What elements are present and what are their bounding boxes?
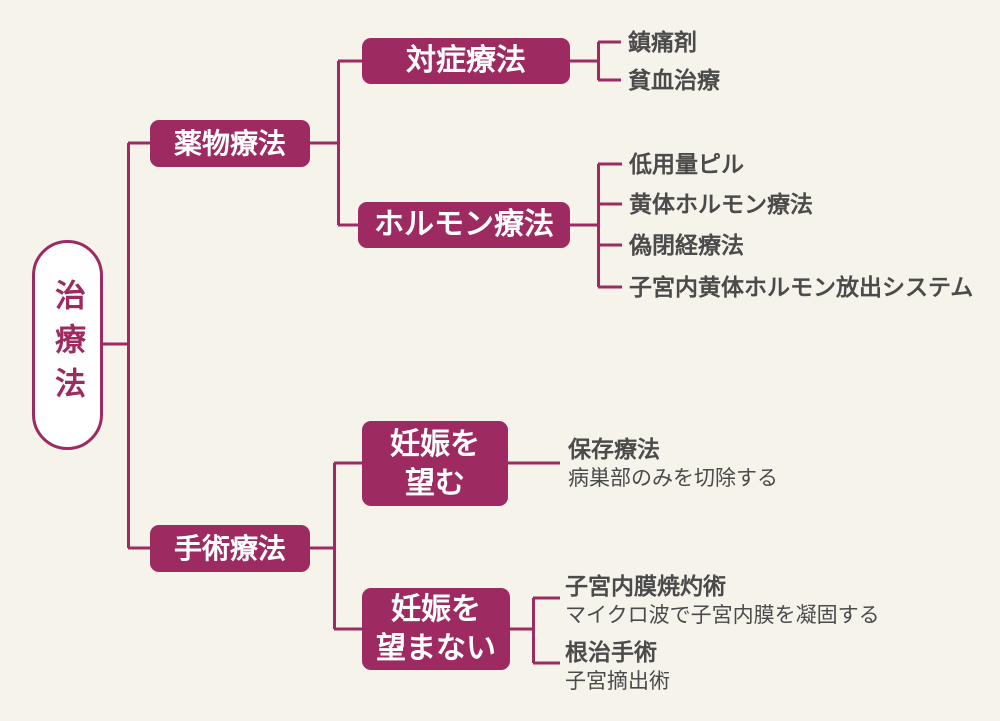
leaf-conservative-therapy-title: 保存療法 (568, 436, 660, 462)
leaf-low-dose-pill: 低用量ピル (629, 151, 744, 177)
leaf-endometrial-ablation-title: 子宮内膜焼灼術 (565, 573, 726, 599)
leaf-progestin-therapy: 黄体ホルモン療法 (629, 191, 813, 217)
node-want-pregnancy: 妊娠を 望む (362, 421, 508, 506)
leaf-radical-surgery: 根治手術 子宮摘出術 (565, 637, 670, 697)
node-surgical-therapy-label: 手術療法 (173, 533, 286, 564)
root-node-label: 治療法 (50, 279, 85, 411)
leaf-painkiller: 鎮痛剤 (628, 29, 697, 55)
node-want-pregnancy-line2: 望む (405, 466, 465, 500)
leaf-radical-surgery-desc: 子宮摘出術 (565, 670, 670, 693)
node-symptomatic-therapy-label: 対症療法 (406, 44, 526, 78)
node-no-pregnancy-line2: 望まない (376, 632, 496, 665)
node-hormone-therapy: ホルモン療法 (358, 202, 570, 248)
leaf-radical-surgery-title: 根治手術 (565, 639, 657, 665)
node-no-pregnancy: 妊娠を 望まない (362, 588, 510, 670)
node-drug-therapy: 薬物療法 (150, 120, 310, 167)
leaf-conservative-therapy: 保存療法 病巣部のみを切除する (568, 434, 778, 494)
leaf-anemia-treatment: 貧血治療 (628, 67, 720, 93)
leaf-ius-system: 子宮内黄体ホルモン放出システム (629, 274, 974, 300)
node-drug-therapy-label: 薬物療法 (173, 128, 286, 159)
node-surgical-therapy: 手術療法 (150, 525, 310, 572)
leaf-endometrial-ablation: 子宮内膜焼灼術 マイクロ波で子宮内膜を凝固する (565, 571, 880, 631)
node-want-pregnancy-line1: 妊娠を (390, 427, 480, 461)
node-symptomatic-therapy: 対症療法 (362, 38, 570, 84)
root-node-treatment: 治療法 (32, 240, 103, 450)
leaf-pseudo-menopause-therapy: 偽閉経療法 (629, 232, 744, 258)
leaf-conservative-therapy-desc: 病巣部のみを切除する (568, 467, 778, 490)
leaf-endometrial-ablation-desc: マイクロ波で子宮内膜を凝固する (565, 604, 880, 627)
node-hormone-therapy-label: ホルモン療法 (374, 208, 554, 242)
node-no-pregnancy-line1: 妊娠を (391, 593, 481, 626)
